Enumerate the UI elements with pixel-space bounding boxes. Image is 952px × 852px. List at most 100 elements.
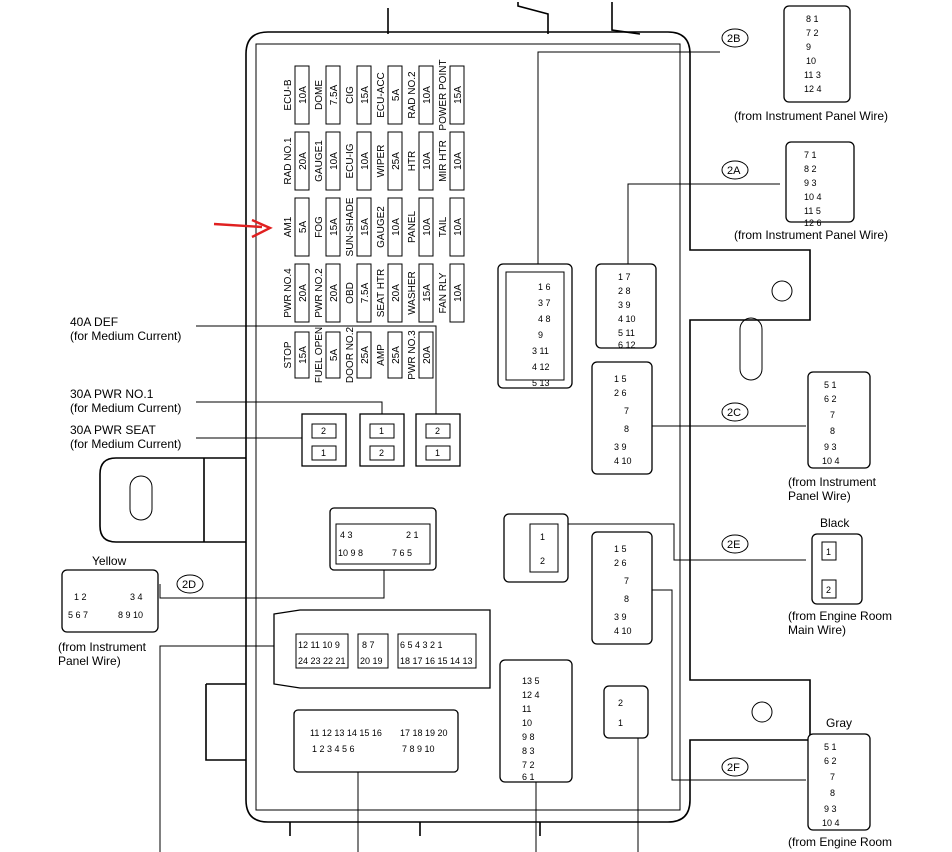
- internal-socket-2E-small: 1 2: [503, 513, 806, 583]
- note-2E-b: Main Wire): [788, 623, 846, 637]
- fuse-amp: 15A: [422, 284, 433, 302]
- svg-text:7: 7: [830, 410, 835, 420]
- fuse-amp-box: [325, 197, 341, 257]
- svg-text:1 6: 1 6: [538, 282, 551, 292]
- svg-text:8: 8: [624, 594, 629, 604]
- note-2F-a: (from Engine Room: [788, 835, 892, 849]
- breaker-seat-label: 30A PWR SEAT: [70, 423, 156, 437]
- color-black: Black: [820, 516, 850, 530]
- harness-connector-2E: 1 2: [811, 533, 863, 605]
- fuse-amp: 25A: [391, 346, 402, 364]
- svg-text:7 2: 7 2: [806, 28, 819, 38]
- svg-text:3 11: 3 11: [532, 346, 549, 356]
- top-mounting-tabs: [387, 2, 641, 35]
- fuse-amp: 10A: [329, 152, 340, 170]
- svg-text:3 4: 3 4: [130, 592, 143, 602]
- fuse-amp: 7.5A: [329, 84, 340, 105]
- fuse-amp: 7.5A: [360, 282, 371, 303]
- fuse-amp: 25A: [391, 152, 402, 170]
- svg-text:1: 1: [618, 718, 623, 728]
- svg-text:1: 1: [826, 547, 831, 557]
- note-2C-b: Panel Wire): [788, 489, 851, 503]
- breaker-def-sub: (for Medium Current): [70, 329, 181, 343]
- svg-text:10 9 8: 10 9 8: [338, 548, 363, 558]
- svg-text:1: 1: [321, 448, 326, 458]
- fuse-amp: 5A: [391, 89, 402, 102]
- harness-connector-2C: 5 1 6 2 7 8 9 3 10 4: [807, 371, 871, 469]
- breaker-seat-sub: (for Medium Current): [70, 437, 181, 451]
- fuse-amp-box: [294, 263, 310, 323]
- svg-text:12 11 10 9: 12 11 10 9: [298, 640, 340, 650]
- harness-notes: (from Instrument Panel Wire) (from Instr…: [58, 109, 892, 849]
- fuse-amp-box: [387, 263, 403, 323]
- svg-text:8 7: 8 7: [362, 640, 375, 650]
- fuse-amp-box: [387, 65, 403, 125]
- svg-text:6 2: 6 2: [824, 756, 837, 766]
- svg-text:8 3: 8 3: [522, 746, 535, 756]
- svg-text:2 6: 2 6: [614, 558, 627, 568]
- harness-connector-2F: 5 1 6 2 7 8 9 3 10 4: [807, 733, 871, 831]
- fuse-amp-box: [449, 65, 465, 125]
- svg-text:7: 7: [624, 406, 629, 416]
- color-yellow: Yellow: [92, 554, 127, 568]
- fuse-amp-box: [449, 263, 465, 323]
- fuse-amp-box: [356, 263, 372, 323]
- svg-text:11: 11: [522, 704, 531, 714]
- svg-text:2: 2: [540, 556, 545, 566]
- fuse-0-3: ECU-ACC 5A: [376, 65, 403, 125]
- svg-text:9 3: 9 3: [824, 442, 837, 452]
- svg-text:7 6 5: 7 6 5: [392, 548, 412, 558]
- svg-text:10: 10: [522, 718, 532, 728]
- internal-socket-lower-b: 2 1: [603, 685, 649, 852]
- fuse-amp: 10A: [422, 152, 433, 170]
- breaker-boxes: 2 1 1 2 2 1: [301, 413, 461, 467]
- bottom-connector-a: 12 11 10 9 24 23 22 21 8 7 20 19 6 5 4 3…: [159, 609, 491, 852]
- svg-text:24 23 22 21: 24 23 22 21: [298, 656, 346, 666]
- fuse-name: FUEL OPEN: [314, 327, 325, 383]
- svg-text:4 10: 4 10: [618, 314, 636, 324]
- fuse-name: SUN-SHADE: [345, 197, 356, 256]
- fuse-name: WIPER: [376, 145, 387, 178]
- svg-text:10 4: 10 4: [822, 456, 840, 466]
- svg-text:4 10: 4 10: [614, 456, 632, 466]
- fuse-amp-box: [418, 263, 434, 323]
- fuse-amp: 10A: [453, 284, 464, 302]
- internal-socket-2B: 1 6 3 7 4 8 9 3 11 4 12 5 13: [497, 51, 720, 389]
- connector-2D-socket: 4 3 2 1 10 9 8 7 6 5: [159, 507, 437, 599]
- internal-socket-2C: 1 5 2 6 7 8 3 9 4 10: [591, 361, 806, 475]
- fuse-amp-box: [325, 263, 341, 323]
- fuse-amp: 15A: [298, 346, 309, 364]
- svg-text:6 12: 6 12: [618, 340, 636, 350]
- svg-text:4 12: 4 12: [532, 362, 550, 372]
- code-2D: 2D: [182, 579, 196, 591]
- fuse-amp-box: [325, 65, 341, 125]
- fuse-amp: 5A: [329, 349, 340, 362]
- note-2C-a: (from Instrument: [788, 475, 877, 489]
- fuse-name: RAD NO.1: [283, 137, 294, 185]
- color-gray: Gray: [826, 716, 852, 730]
- svg-text:9 3: 9 3: [804, 178, 817, 188]
- fuse-amp-box: [418, 197, 434, 257]
- junction-block-housing: [99, 31, 811, 836]
- fuse-name: PANEL: [407, 211, 418, 243]
- svg-text:9: 9: [806, 42, 811, 52]
- svg-text:7 2: 7 2: [522, 760, 535, 770]
- fuse-name: ECU-ACC: [376, 72, 387, 118]
- svg-text:2: 2: [321, 426, 326, 436]
- fuse-name: PWR NO.2: [314, 268, 325, 318]
- svg-text:18 17 16 15 14 13: 18 17 16 15 14 13: [400, 656, 473, 666]
